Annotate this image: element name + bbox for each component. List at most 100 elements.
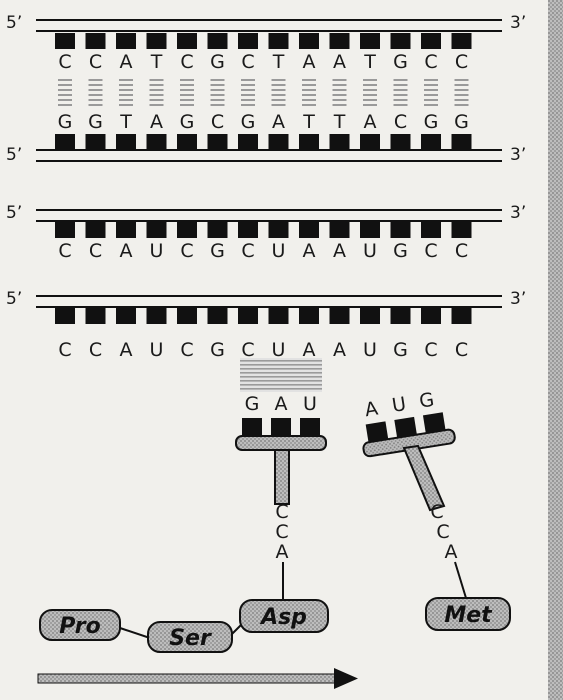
dna-top-block [299,33,319,49]
mrna1-five-prime-label: 5’ [6,203,22,223]
mrna2-five-prime-label: 5’ [6,289,22,309]
dna-top-five-prime-label: 5’ [6,13,22,33]
trna-asp-acceptor-1: C [275,501,288,523]
dna-top-block [391,33,411,49]
dna-bottom-base: T [302,111,315,133]
mrna1-three-prime-label: 3’ [510,203,526,223]
mrna2-base: A [333,339,346,361]
mrna2-base: A [303,339,316,361]
mrna-1-block [330,222,350,238]
mrna2-base: C [58,339,71,361]
mrna-2-block [177,308,197,324]
mrna-1-block [360,222,380,238]
dna-top-base-blocks [55,33,472,49]
dna-bottom-base: A [364,111,377,133]
trna-met-acceptor-1: C [430,501,443,523]
dna-bottom-block [208,134,228,150]
mrna2-three-prime-label: 3’ [510,289,526,309]
amino-acid-pro-label: Pro [59,614,100,639]
dna-top-block [208,33,228,49]
mrna-1-block [421,222,441,238]
mrna2-base-blocks [55,308,472,324]
mrna-1-block [238,222,258,238]
mrna1-base: A [303,240,316,262]
trna-met-acceptor-2: C [436,521,449,543]
dna-top-base: C [89,51,102,73]
mrna-1-block [269,222,289,238]
dna-top-block [86,33,106,49]
dna-bottom-base: A [150,111,163,133]
dna-top-base: C [180,51,193,73]
amino-acid-asp-label: Asp [259,605,307,630]
dna-top-base: C [241,51,254,73]
mrna-2-block [238,308,258,324]
dna-top-base: C [455,51,468,73]
dna-top-block [421,33,441,49]
amino-acid-ser-label: Ser [169,626,212,651]
dna-bottom-base: G [88,111,103,133]
mrna1-base: C [424,240,437,262]
mrna-1-block [299,222,319,238]
dna-bottom-block [269,134,289,150]
mrna-2-block [208,308,228,324]
dna-top-base: T [150,51,163,73]
trna-asp-anticodon-base: A [275,393,288,415]
mrna-2-block [116,308,136,324]
dna-top-base: C [58,51,71,73]
dna-top-block [330,33,350,49]
mrna2-base: G [393,339,408,361]
mrna2-base: C [241,339,254,361]
dna-top-base: A [120,51,133,73]
dna-bottom-base: G [180,111,195,133]
scan-edge [548,0,563,700]
mrna2-base: G [210,339,225,361]
mrna2-base: C [89,339,102,361]
dna-top-block [238,33,258,49]
trna-met-anticodon-2: U [390,393,407,417]
dna-top-base: C [424,51,437,73]
dna-bottom-block [452,134,472,150]
trna-asp-anticodon-base: G [245,393,260,415]
dna-bottom-block [55,134,75,150]
mrna1-base: G [210,240,225,262]
dna-bottom-block [421,134,441,150]
mrna2-base: U [363,339,377,361]
mrna1-base: G [393,240,408,262]
mrna1-base-blocks [55,222,472,238]
dna-bottom-block [238,134,258,150]
dna-top-block [55,33,75,49]
dna-bottom-block [360,134,380,150]
dna-top-block [269,33,289,49]
mrna-1-block [208,222,228,238]
amino-acid-met-label: Met [444,603,493,628]
dna-top-base: G [210,51,225,73]
mrna-2-block [330,308,350,324]
codon-anticodon-bonds [240,358,322,392]
dna-bottom-three-prime-label: 3’ [510,145,526,165]
dna-top-block [177,33,197,49]
dna-base-pair-bonds [58,80,469,105]
dna-bottom-base: G [241,111,256,133]
mrna-2-block [147,308,167,324]
direction-arrow [38,668,358,689]
dna-top-base: G [393,51,408,73]
mrna2-base: U [150,339,164,361]
dna-top-block [360,33,380,49]
dna-top-three-prime-label: 3’ [510,13,526,33]
mrna1-base: C [58,240,71,262]
trna-met-stem: C C A [404,446,466,598]
trna-met: A U G [356,386,456,457]
dna-bottom-base: C [211,111,224,133]
mrna-2-block [391,308,411,324]
mrna-2-block [269,308,289,324]
mrna2-base: C [424,339,437,361]
mrna-2-block [452,308,472,324]
mrna1-base: U [150,240,164,262]
mrna-2-block [421,308,441,324]
trna-met-anticodon-3: G [418,389,436,413]
